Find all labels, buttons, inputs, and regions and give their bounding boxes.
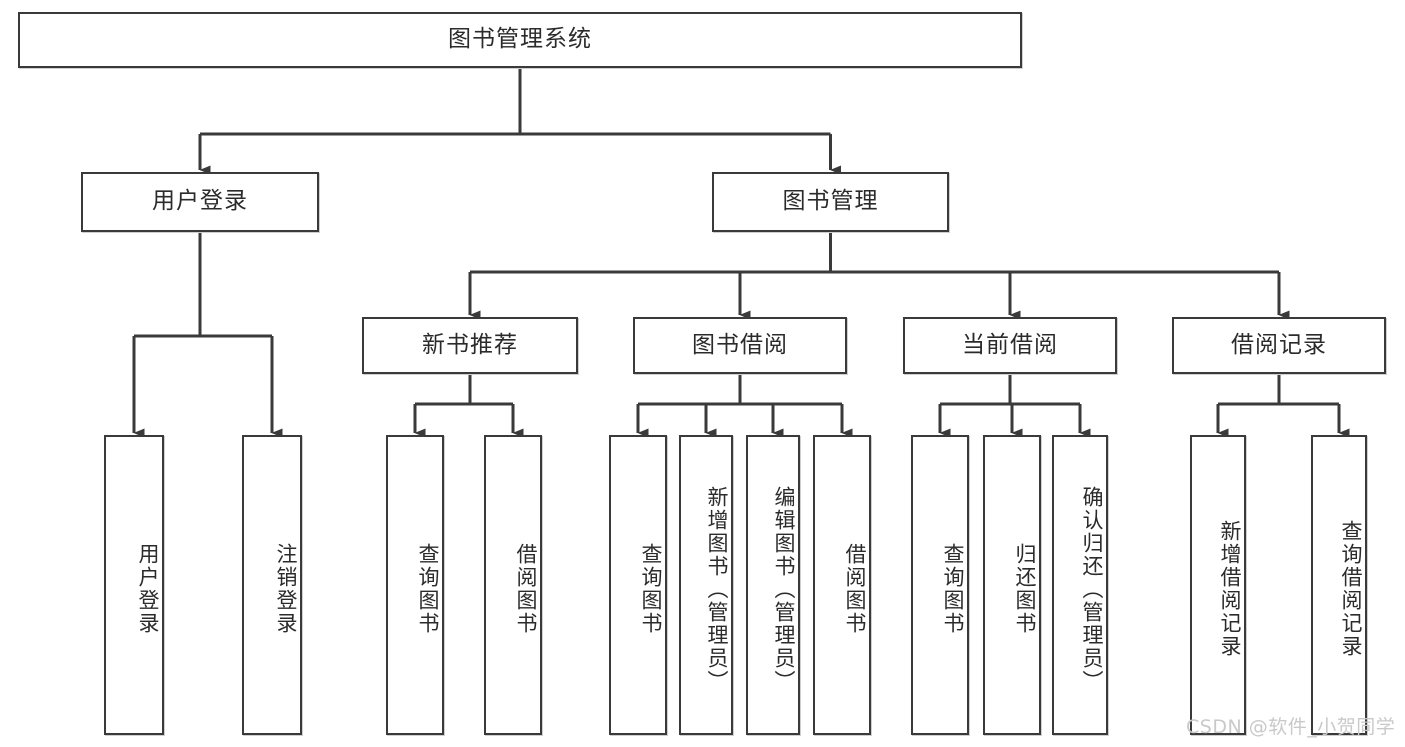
node-book-management[interactable]: 图书管理: [712, 172, 949, 232]
leaf-label: 查询图书: [941, 543, 965, 635]
node-leaf-edit-book[interactable]: 编辑图书（管理员）: [746, 435, 800, 735]
node-leaf-add-book[interactable]: 新增图书（管理员）: [679, 435, 733, 735]
leaf-label: 查询借阅记录: [1339, 520, 1363, 658]
node-leaf-add-record[interactable]: 新增借阅记录: [1190, 435, 1246, 735]
node-current-borrow[interactable]: 当前借阅: [903, 317, 1117, 374]
leaf-label: 查询图书: [639, 543, 663, 635]
leaf-label: 确认归还（管理员）: [1080, 485, 1104, 693]
node-leaf-query-book-3[interactable]: 查询图书: [911, 435, 969, 735]
leaf-label: 归还图书: [1013, 543, 1037, 635]
node-new-book-recommend[interactable]: 新书推荐: [362, 317, 578, 374]
node-leaf-borrow-book-1[interactable]: 借阅图书: [484, 435, 542, 735]
node-leaf-query-book-2[interactable]: 查询图书: [609, 435, 667, 735]
node-leaf-query-book-1[interactable]: 查询图书: [386, 435, 444, 735]
node-leaf-confirm-return[interactable]: 确认归还（管理员）: [1052, 435, 1108, 735]
node-book-borrow[interactable]: 图书借阅: [633, 317, 847, 374]
csdn-watermark: CSDN @软件_小贺同学: [1186, 716, 1396, 738]
leaf-label: 编辑图书（管理员）: [772, 485, 796, 693]
leaf-label: 借阅图书: [843, 543, 867, 635]
node-leaf-logout[interactable]: 注销登录: [242, 435, 302, 735]
node-leaf-return-book[interactable]: 归还图书: [983, 435, 1041, 735]
node-leaf-borrow-book-2[interactable]: 借阅图书: [813, 435, 871, 735]
leaf-label: 查询图书: [416, 543, 440, 635]
node-borrow-record[interactable]: 借阅记录: [1172, 317, 1386, 374]
node-user-login[interactable]: 用户登录: [81, 172, 319, 232]
leaf-label: 用户登录: [136, 543, 160, 635]
node-root-system[interactable]: 图书管理系统: [18, 12, 1022, 68]
leaf-label: 借阅图书: [514, 543, 538, 635]
leaf-label: 新增借阅记录: [1218, 520, 1242, 658]
leaf-label: 新增图书（管理员）: [705, 485, 729, 693]
node-leaf-query-record[interactable]: 查询借阅记录: [1311, 435, 1367, 735]
node-leaf-user-login[interactable]: 用户登录: [104, 435, 164, 735]
leaf-label: 注销登录: [274, 543, 298, 635]
